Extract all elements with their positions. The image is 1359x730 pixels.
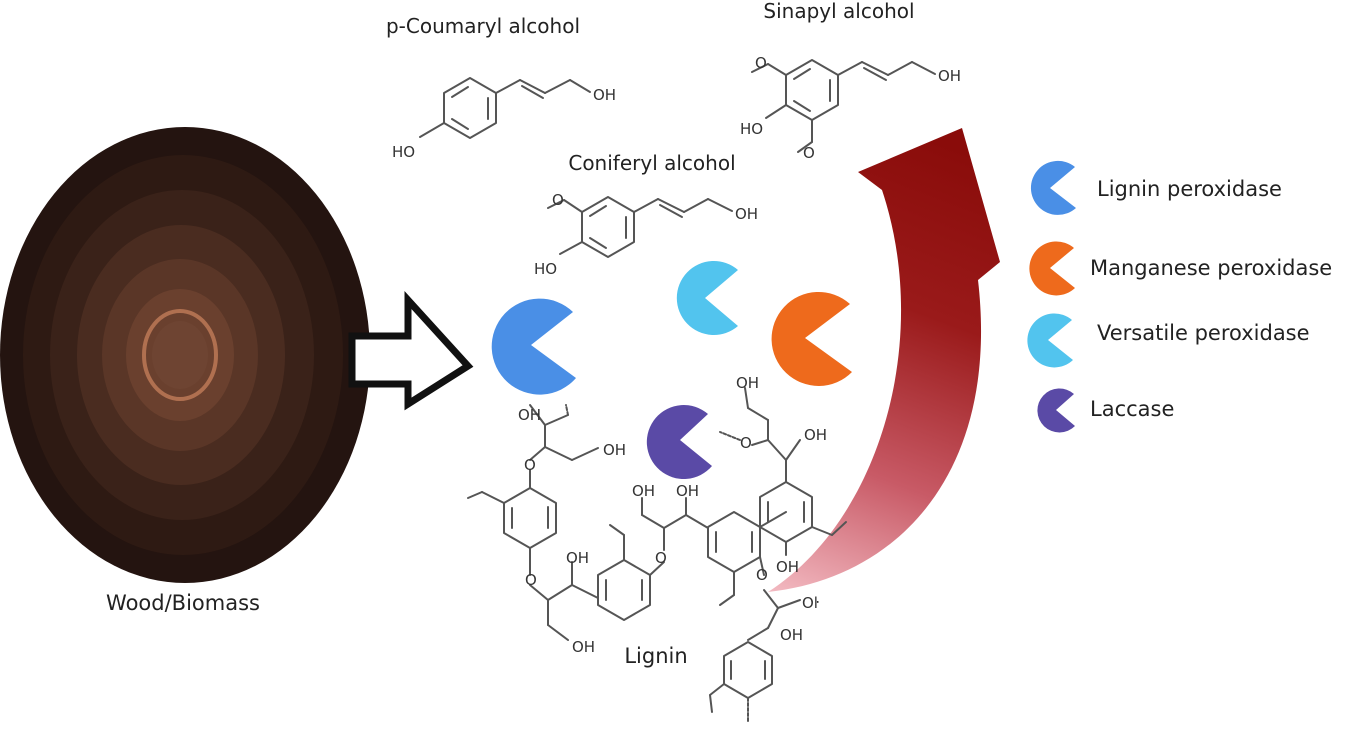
coniferyl-alcohol-label: Coniferyl alcohol xyxy=(568,151,735,175)
legend-lignin-peroxidase-icon xyxy=(1030,160,1076,215)
depolymerization-arrow xyxy=(768,128,1000,592)
atom-oh: Oŀ xyxy=(802,594,819,612)
atom-o: O xyxy=(755,54,767,72)
wood-biomass-label: Wood/Biomass xyxy=(106,591,260,615)
coniferyl-alcohol-structure: OH HO O xyxy=(534,191,758,278)
lignin-label: Lignin xyxy=(624,644,687,668)
wood-cross-section xyxy=(0,127,370,583)
atom-oh: OH xyxy=(780,626,803,644)
p-coumaryl-alcohol-label: p-Coumaryl alcohol xyxy=(386,14,580,38)
legend-label: Lignin peroxidase xyxy=(1097,177,1282,201)
versatile-peroxidase-enzyme xyxy=(676,261,738,335)
atom-oh: OH xyxy=(518,406,541,424)
atom-ho: HO xyxy=(392,143,415,161)
process-arrow xyxy=(348,290,474,411)
lignin-peroxidase-enzyme xyxy=(491,298,576,395)
manganese-peroxidase-enzyme xyxy=(771,291,852,386)
sinapyl-alcohol-structure: OH HO O O xyxy=(740,54,961,162)
atom-oh: OH xyxy=(938,67,961,85)
legend-label: Manganese peroxidase xyxy=(1090,256,1332,280)
atom-ho: HO xyxy=(740,120,763,138)
atom-oh: OH xyxy=(736,374,759,392)
atom-oh: OH xyxy=(566,549,589,567)
atom-oh: OH xyxy=(804,426,827,444)
atom-o: O xyxy=(740,434,752,452)
enzyme-legend: Lignin peroxidase Manganese peroxidase V… xyxy=(1027,160,1332,433)
legend-manganese-peroxidase-icon xyxy=(1029,241,1075,296)
legend-laccase-icon xyxy=(1037,388,1075,433)
atom-ho: HO xyxy=(534,260,557,278)
atom-oh: OH xyxy=(776,558,799,576)
atom-o: O xyxy=(756,566,768,584)
atom-oh: OH xyxy=(593,86,616,104)
legend-versatile-peroxidase-icon xyxy=(1027,313,1073,368)
atom-oh: OH xyxy=(676,482,699,500)
atom-o: O xyxy=(655,549,667,567)
p-coumaryl-alcohol-structure: OH HO xyxy=(392,77,616,161)
atom-o: O xyxy=(525,571,537,589)
atom-oh: OH xyxy=(603,441,626,459)
legend-label: Versatile peroxidase xyxy=(1097,321,1310,345)
sinapyl-alcohol-label: Sinapyl alcohol xyxy=(763,0,914,23)
atom-oh: OH xyxy=(572,638,595,656)
lignin-polymer-structure: OH OH O O O OH OH OH OH OH O OH OH O Oŀ … xyxy=(467,374,847,723)
atom-oh: OH xyxy=(632,482,655,500)
atom-oh: OH xyxy=(735,205,758,223)
atom-o: O xyxy=(524,456,536,474)
laccase-enzyme xyxy=(646,405,712,480)
atom-o: O xyxy=(552,191,564,209)
legend-label: Laccase xyxy=(1090,397,1174,421)
atom-o: O xyxy=(803,144,815,162)
